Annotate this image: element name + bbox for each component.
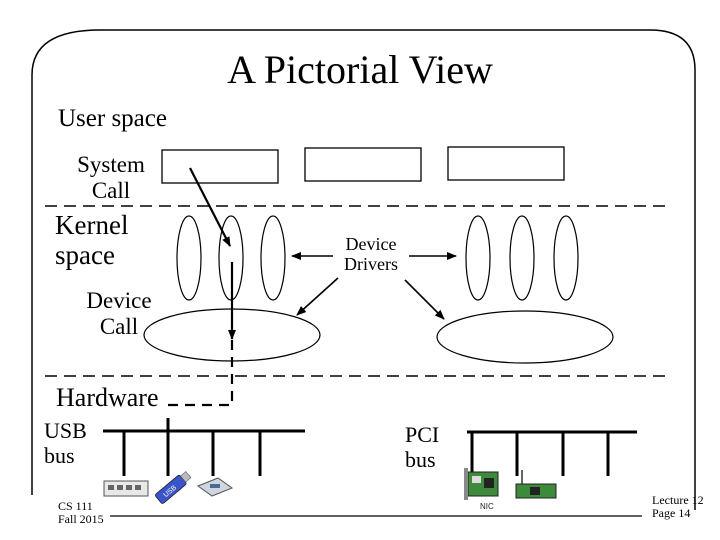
usb-hub-icon bbox=[103, 480, 149, 497]
device-call-label: Device Call bbox=[86, 288, 152, 339]
driver-arrow-down-left bbox=[296, 277, 339, 316]
driver-arrow-down-right bbox=[404, 279, 445, 320]
hardware-path-dashed bbox=[165, 340, 234, 407]
system-call-arrow bbox=[189, 167, 231, 247]
device-drivers-label: Device Drivers bbox=[344, 234, 398, 275]
user-process-box bbox=[447, 146, 565, 181]
usb-bus-label: USB bus bbox=[44, 418, 87, 468]
device-driver-oval bbox=[260, 215, 286, 301]
pci-bus-label: PCI bus bbox=[405, 422, 440, 472]
slide-title: A Pictorial View bbox=[227, 47, 493, 92]
user-space-label: User space bbox=[58, 105, 167, 132]
usb-stick-icon: USB bbox=[155, 471, 192, 504]
user-process-box bbox=[161, 149, 279, 184]
usb-drive-icon bbox=[196, 477, 234, 497]
device-driver-oval bbox=[509, 215, 535, 301]
device-driver-oval bbox=[465, 215, 491, 301]
user-process-box bbox=[304, 147, 422, 182]
nic-label: NIC bbox=[480, 502, 494, 511]
footer-course: CS 111 Fall 2015 bbox=[58, 499, 104, 527]
kernel-space-label: Kernel space bbox=[55, 210, 129, 271]
slide-frame bbox=[31, 29, 696, 510]
footer-lecture: Lecture 12 Page 14 bbox=[652, 493, 704, 521]
pci-wireless-card-icon bbox=[515, 470, 557, 499]
pci-network-card-icon bbox=[464, 468, 499, 500]
device-driver-oval bbox=[553, 215, 579, 301]
device-driver-oval bbox=[176, 215, 202, 301]
bus-controller-oval bbox=[436, 310, 614, 364]
hardware-label: Hardware bbox=[56, 383, 159, 412]
system-call-label: System Call bbox=[77, 152, 145, 203]
